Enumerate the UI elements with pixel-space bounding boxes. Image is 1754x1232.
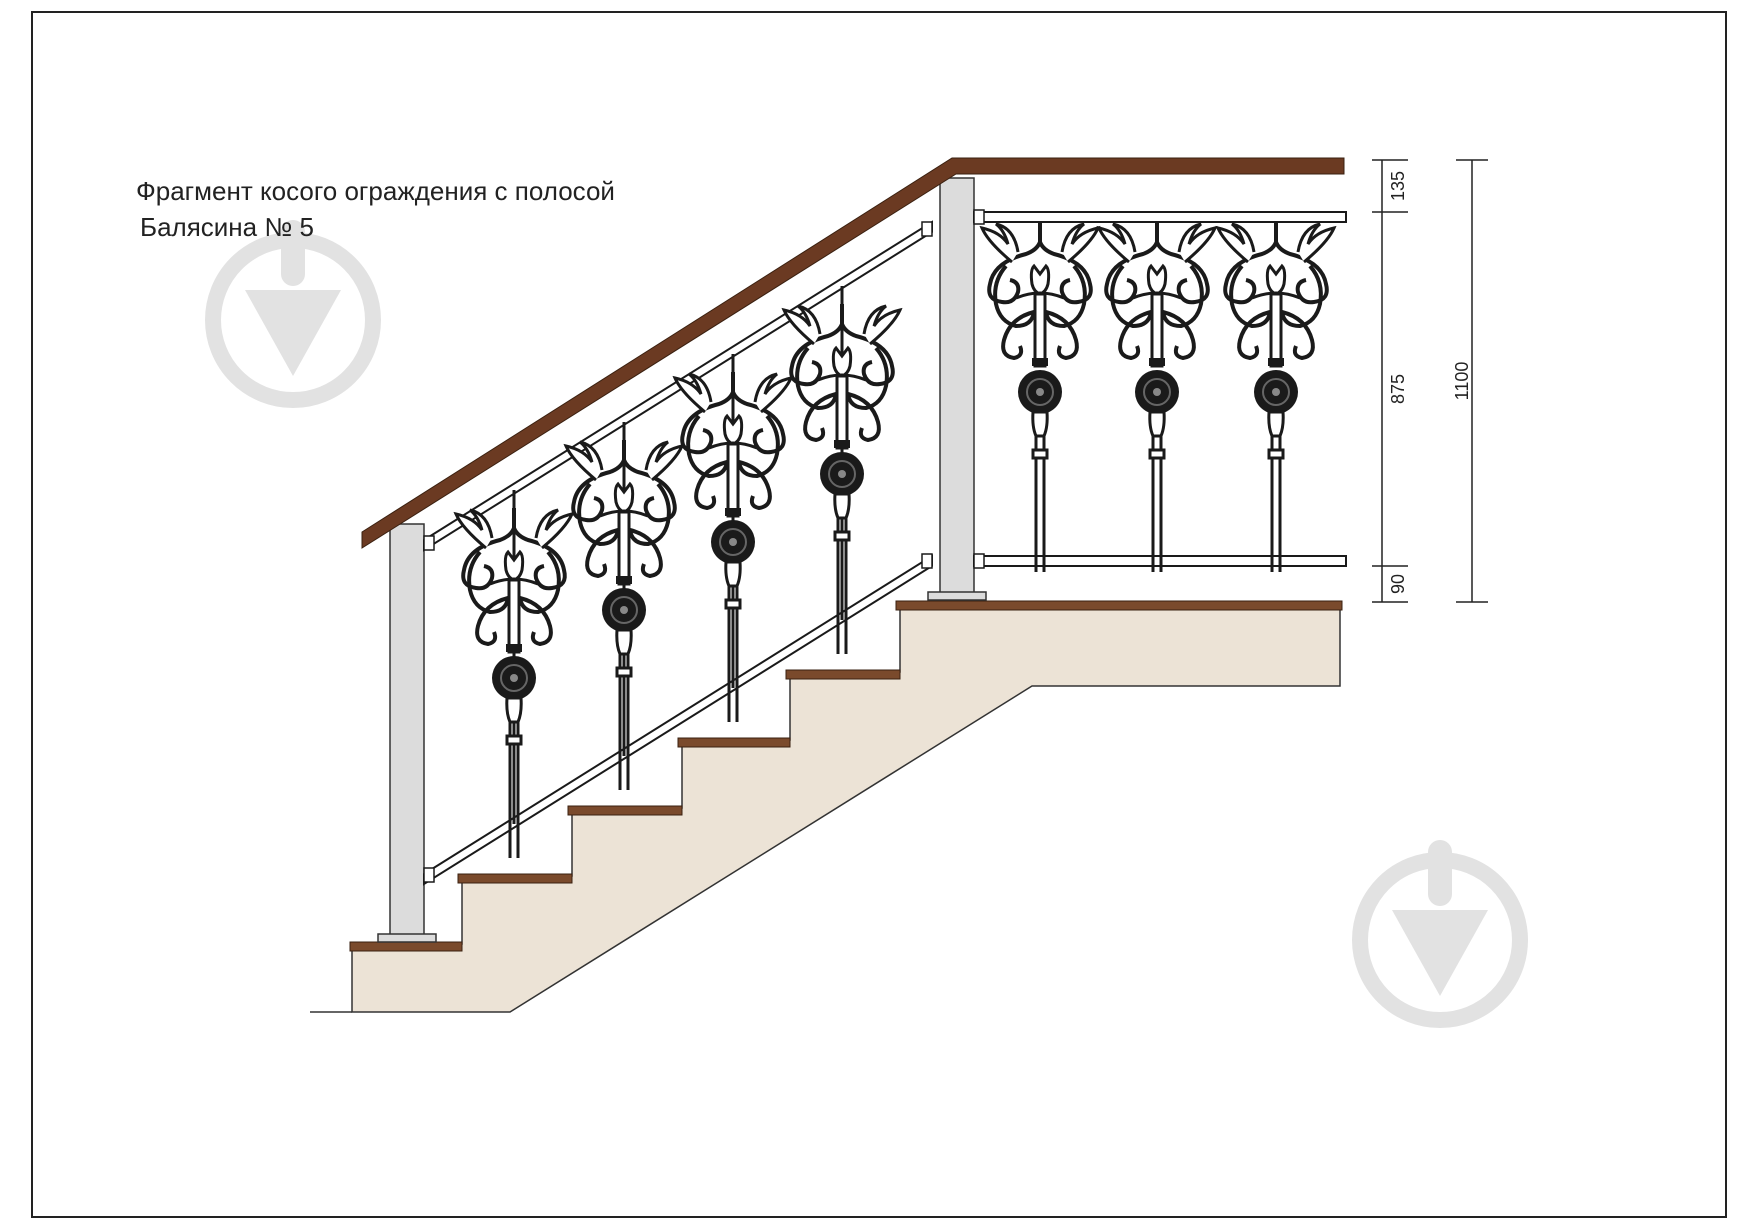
sloped-balusters [454,286,902,860]
dimension-bottom-gap: 90 [1388,574,1408,594]
baluster [1216,220,1336,574]
down-arrow-circle-icon [1360,840,1520,1020]
stair-tread [785,669,901,680]
baluster [782,286,902,656]
strip-bracket [423,535,435,551]
drawing-title: Фрагмент косого ограждения с полосой [136,176,615,206]
baluster [454,490,574,860]
baluster [980,220,1100,574]
baluster [564,422,684,792]
horizontal-top-strip [973,211,1347,223]
drawing-subtitle: Балясина № 5 [140,212,314,242]
dimension-lines [1372,159,1488,603]
strip-bracket [921,221,933,237]
baluster [1097,220,1217,574]
strip-bracket [973,553,985,569]
down-arrow-circle-icon [213,220,373,400]
handrail [361,157,1345,549]
lower-newel-post [389,523,425,941]
lower-post-base [377,933,437,943]
upper-post-base [927,591,987,601]
stair-tread [677,737,791,748]
strip-bracket [423,867,435,883]
stair-tread [895,600,1343,611]
baluster [673,354,793,724]
strip-bracket [973,209,985,225]
dimension-top-gap: 135 [1388,171,1408,201]
stair-tread [567,805,683,816]
stair-tread [457,873,573,884]
sheet-frame [31,11,1727,1218]
stair-body [351,603,1341,1013]
stair-treads [349,600,1343,952]
upper-newel-post [939,177,975,599]
stair-tread [349,941,463,952]
dimension-panel-height: 875 [1388,374,1408,404]
dimension-total-height: 1100 [1452,362,1472,401]
strip-bracket [921,553,933,569]
horizontal-balusters [980,220,1336,574]
